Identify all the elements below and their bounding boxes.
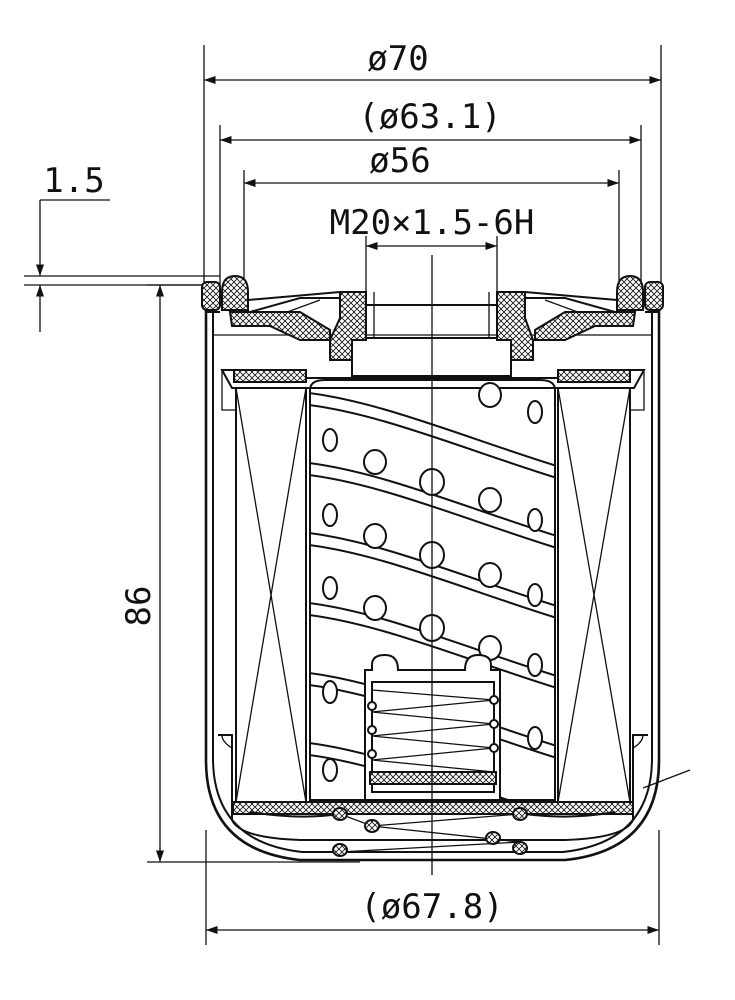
dimension-lines [24, 45, 691, 945]
height-label: 86 [119, 586, 159, 627]
dimension-labels: ø70 (ø63.1) ø56 M20×1.5-6H 1.5 86 (ø67.8… [43, 39, 534, 927]
bottom-spring [249, 807, 616, 857]
filter-element [220, 369, 646, 815]
gasket-height-label: 1.5 [43, 161, 104, 201]
center-tube [309, 379, 556, 801]
seal-diameter-label: ø56 [369, 141, 430, 181]
base-diameter-label: (ø67.8) [360, 887, 503, 927]
thread-label: M20×1.5-6H [330, 203, 535, 243]
gasket-diameter-label: (ø63.1) [358, 97, 501, 137]
outer-diameter-label: ø70 [367, 39, 428, 79]
